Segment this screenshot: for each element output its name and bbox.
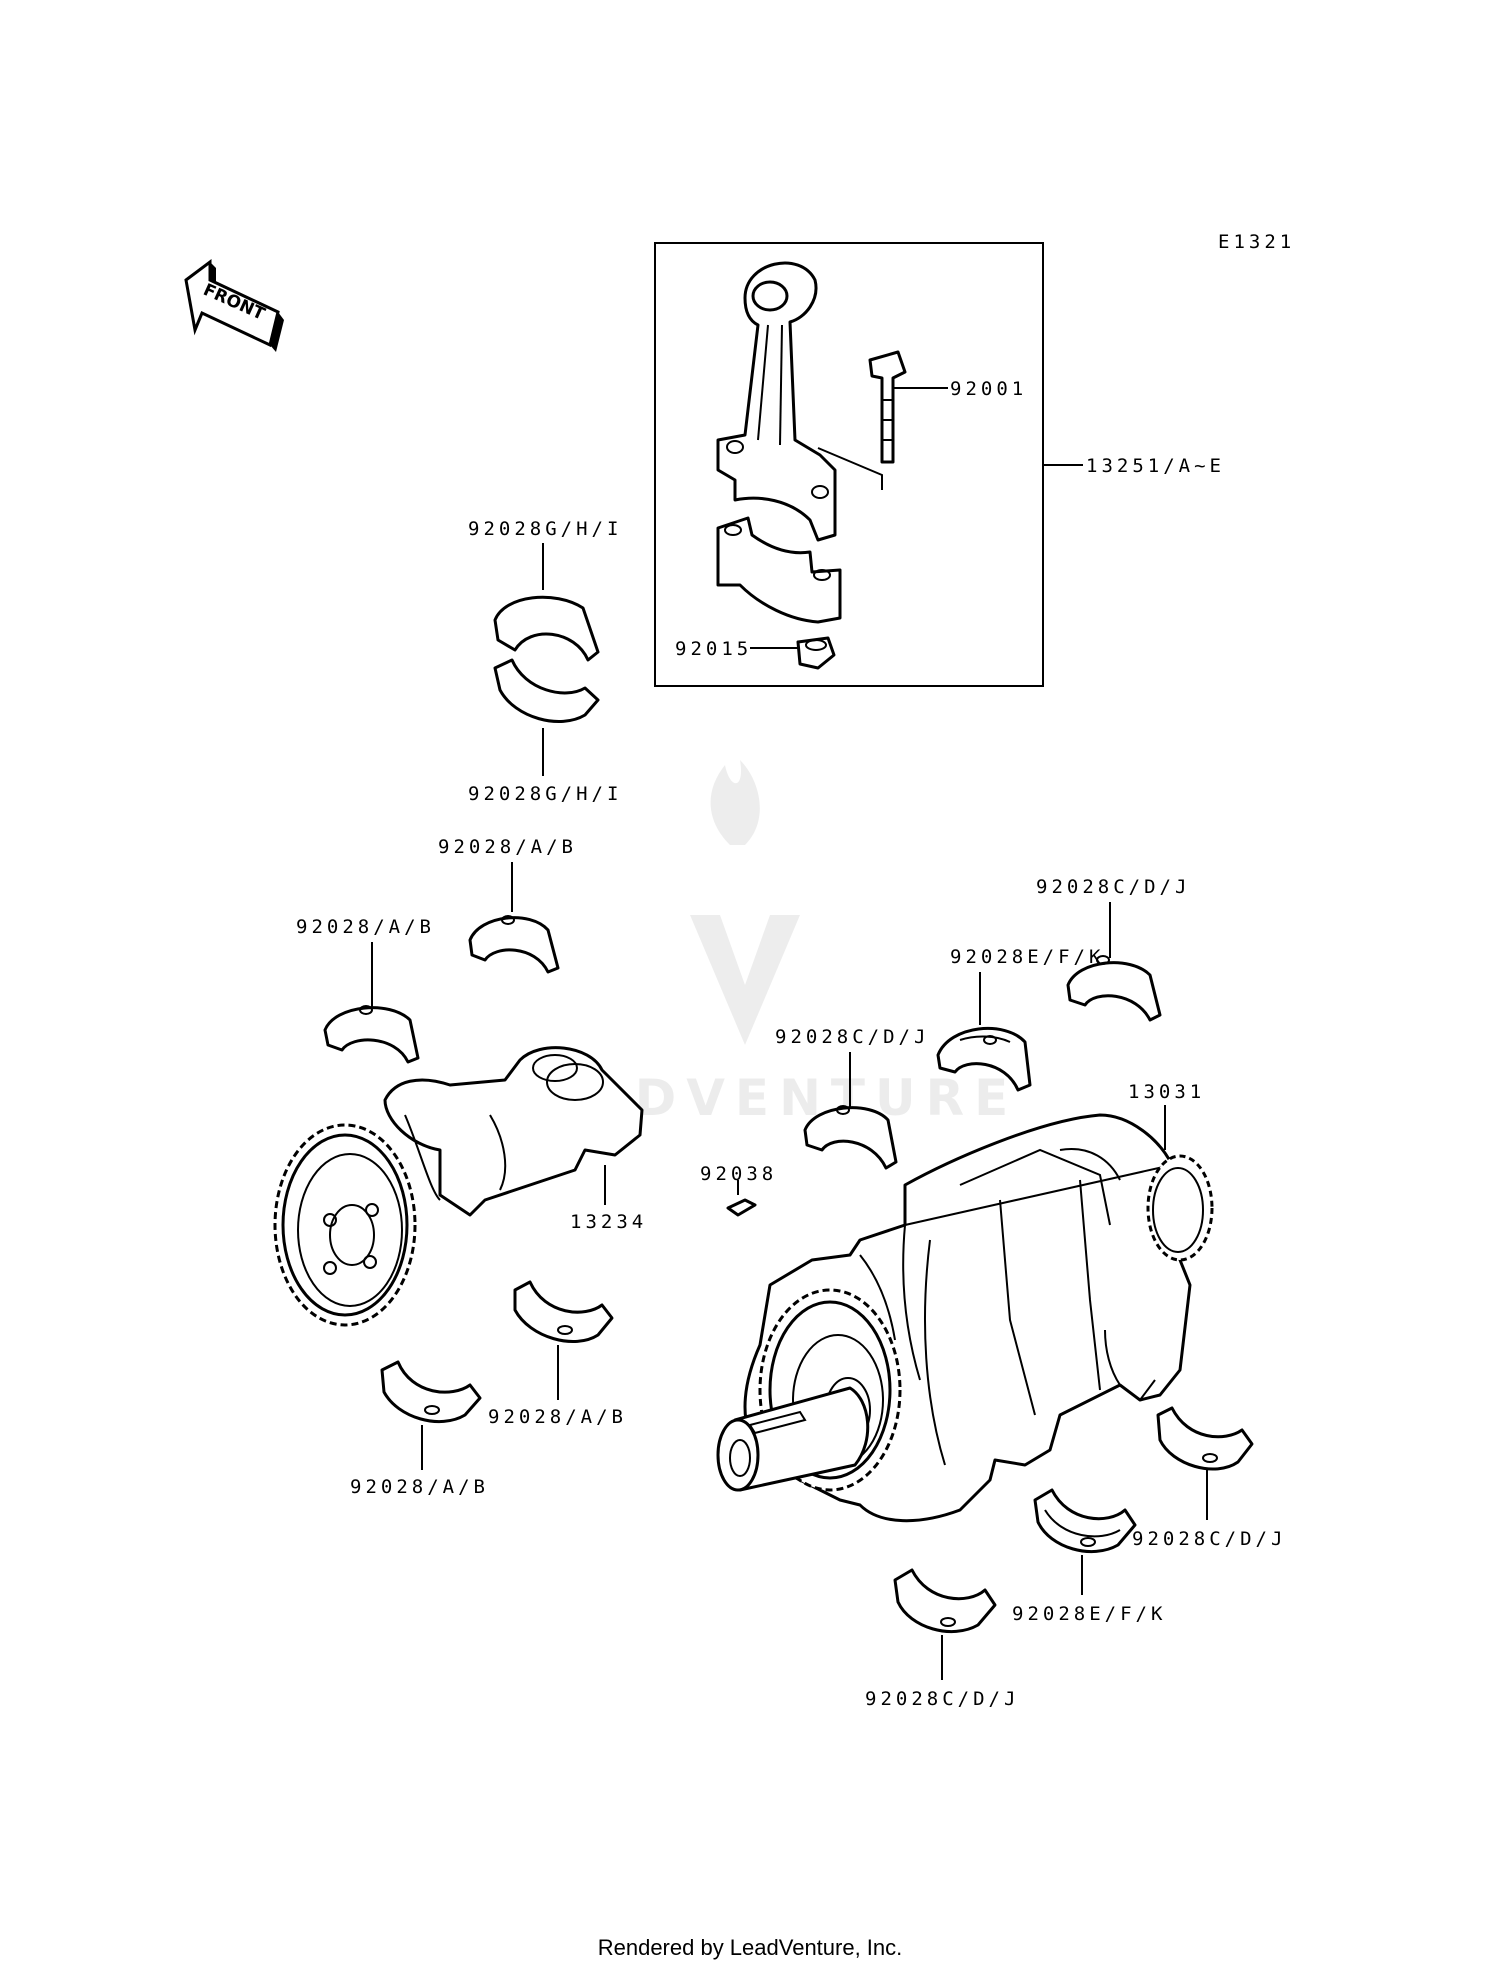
label-crankshaft: 13031 (1128, 1081, 1205, 1103)
conrod-nut (796, 636, 836, 670)
conrod-bolt (868, 350, 907, 464)
balancer-gear (273, 1123, 417, 1327)
balancer-bearing-3 (513, 1280, 614, 1343)
label-nut: 92015 (675, 638, 752, 660)
balancer-shaft (383, 1046, 644, 1217)
label-balancer-bearing-3: 92028/A/B (488, 1406, 627, 1428)
label-balancer-bearing-2: 92028/A/B (296, 916, 435, 938)
label-conrod-bearing-upper: 92028G/H/I (468, 518, 622, 540)
label-key: 92038 (700, 1163, 777, 1185)
label-balancer-bearing-1: 92028/A/B (438, 836, 577, 858)
crankshaft-nose (716, 1386, 870, 1492)
balancer-bearing-4 (380, 1360, 482, 1424)
connecting-rod (716, 261, 837, 542)
label-balancer-bearing-4: 92028/A/B (350, 1476, 489, 1498)
woodruff-key (726, 1198, 757, 1217)
label-conrod-assy: 13251/A~E (1086, 455, 1225, 477)
footer-credit: Rendered by LeadVenture, Inc. (597, 1935, 903, 1960)
label-main-bearing-3: 92028C/D/J (775, 1026, 929, 1048)
label-main-bearing-4: 92028C/D/J (1132, 1528, 1286, 1550)
conrod-bearing-upper (493, 595, 600, 662)
conrod-bearing-lower (493, 658, 600, 723)
balancer-bearing-1 (468, 916, 560, 974)
conrod-assembly-box (654, 242, 1044, 687)
main-bearing-3 (803, 1106, 898, 1170)
main-bearing-6 (893, 1568, 997, 1634)
label-main-bearing-1: 92028C/D/J (1036, 876, 1190, 898)
main-bearing-2 (936, 1027, 1032, 1092)
label-balancer-shaft: 13234 (570, 1211, 647, 1233)
label-main-bearing-5: 92028E/F/K (1012, 1603, 1166, 1625)
leadventure-watermark-logo (690, 760, 800, 1045)
main-bearing-1 (1066, 961, 1162, 1022)
label-main-bearing-2: 92028E/F/K (950, 946, 1104, 968)
label-main-bearing-6: 92028C/D/J (865, 1688, 1019, 1710)
label-conrod-bearing-lower: 92028G/H/I (468, 783, 622, 805)
conrod-cap (716, 516, 842, 624)
crankshaft-rear-gear (1146, 1154, 1214, 1262)
diagram-code: E1321 (1218, 231, 1295, 253)
front-arrow-icon: FRONT (184, 259, 284, 352)
label-bolt: 92001 (950, 378, 1027, 400)
main-bearing-4 (1156, 1406, 1254, 1471)
balancer-bearing-2 (323, 1006, 420, 1064)
main-bearing-5 (1033, 1488, 1137, 1554)
